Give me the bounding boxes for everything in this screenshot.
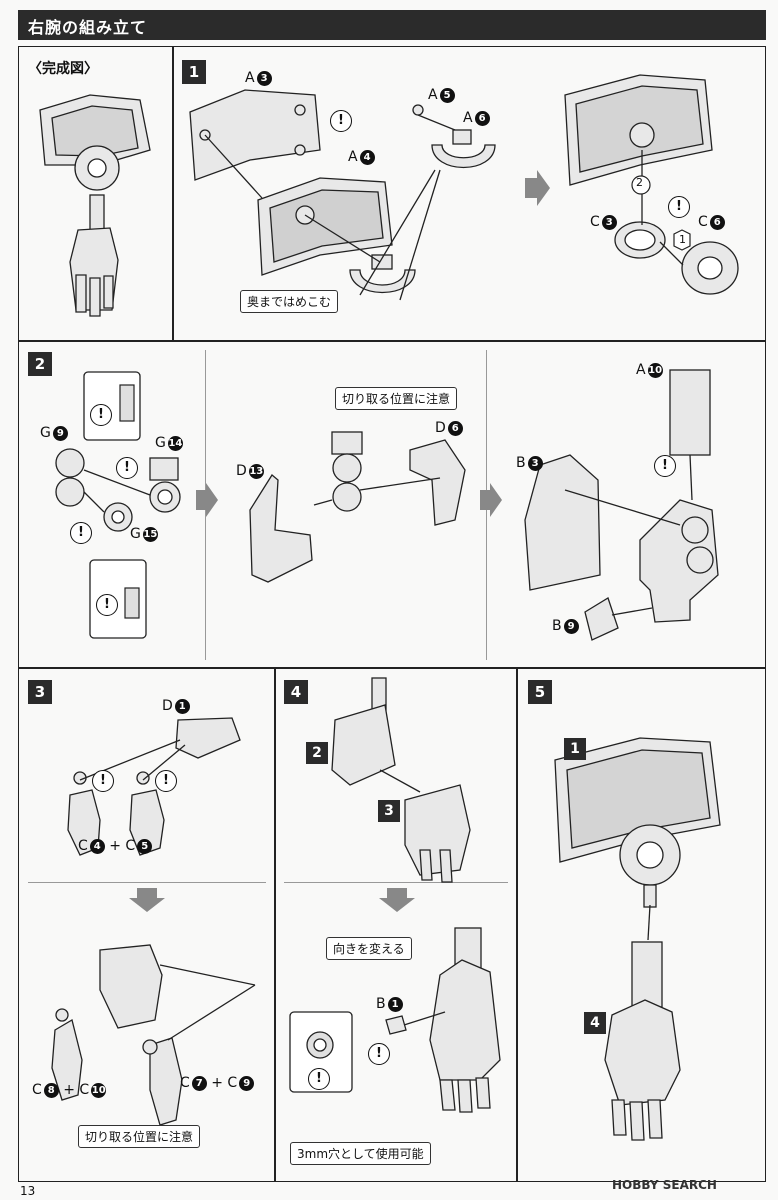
divider	[284, 882, 508, 883]
part-a3-plate	[189, 89, 321, 181]
assembled-arm-step5	[604, 999, 681, 1106]
step-number: 1	[182, 60, 206, 84]
sub-assembly-label: 4	[584, 1012, 606, 1034]
right-arrow	[196, 483, 218, 517]
caution-icon: !	[96, 594, 118, 616]
sub-assembly-label: 2	[306, 742, 328, 764]
sub-assembly-label: 1	[564, 738, 586, 760]
divider	[28, 882, 266, 883]
complete-view-title: 〈完成図〉	[28, 61, 98, 77]
step-number: 2	[28, 352, 52, 376]
part-a5-pin	[412, 104, 424, 116]
divider	[18, 340, 766, 342]
right-arrow	[525, 170, 550, 206]
part-b3-shell	[524, 454, 601, 591]
caution-icon: !	[308, 1068, 330, 1090]
caution-icon: !	[668, 196, 690, 218]
note-change-direction: 向きを変える	[326, 937, 412, 960]
part-d6-body	[409, 439, 466, 526]
note-cut-position: 切り取る位置に注意	[335, 387, 458, 410]
step-number: 3	[28, 680, 52, 704]
step-number: 5	[528, 680, 552, 704]
watermark: HOBBY SEARCH	[612, 1178, 717, 1192]
order-number: 1	[679, 233, 686, 246]
section-title: 右腕の組み立て	[28, 18, 148, 37]
part-g9-bearing	[55, 448, 85, 478]
caution-icon: !	[155, 770, 177, 792]
divider	[274, 667, 276, 1182]
note-3mm-hole: 3mm穴として使用可能	[290, 1142, 431, 1165]
caution-icon: !	[330, 110, 352, 132]
part-2-elbow	[331, 704, 396, 786]
part-b1-cap	[385, 1015, 407, 1035]
assembled-finger-group	[99, 944, 163, 1029]
order-marker	[673, 229, 691, 251]
part-joint-block	[331, 431, 363, 455]
order-marker	[631, 175, 651, 195]
divider	[172, 46, 174, 340]
arm-block-step5	[631, 941, 663, 1008]
down-arrow	[379, 888, 415, 912]
caution-icon: !	[90, 404, 112, 426]
down-arrow	[129, 888, 165, 912]
caution-icon: !	[368, 1043, 390, 1065]
part-d1-joint	[175, 717, 241, 759]
caution-icon: !	[654, 455, 676, 477]
section-header: 右腕の組み立て	[18, 10, 766, 40]
page-number: 13	[20, 1184, 36, 1198]
part-c4-c5-finger	[129, 789, 165, 856]
note-push-in: 奥まではめこむ	[240, 290, 339, 313]
part-c8-c10-finger	[51, 1018, 83, 1101]
divider	[516, 667, 518, 1182]
caution-icon: !	[70, 522, 92, 544]
right-arrow	[480, 483, 502, 517]
assembly-frame	[18, 46, 766, 1182]
rotated-hand	[429, 959, 501, 1081]
part-3-hand	[404, 784, 471, 876]
part-a10-block	[669, 369, 711, 456]
part-a6-ring-top	[431, 144, 496, 169]
caution-icon: !	[92, 770, 114, 792]
divider	[18, 667, 766, 669]
note-cut-position: 切り取る位置に注意	[78, 1125, 201, 1148]
sub-assembly-label: 3	[378, 800, 400, 822]
step-number: 4	[284, 680, 308, 704]
caution-icon: !	[116, 457, 138, 479]
part-b9-cover	[584, 597, 619, 641]
order-number: 2	[636, 176, 643, 189]
part-d13-body	[249, 474, 313, 583]
